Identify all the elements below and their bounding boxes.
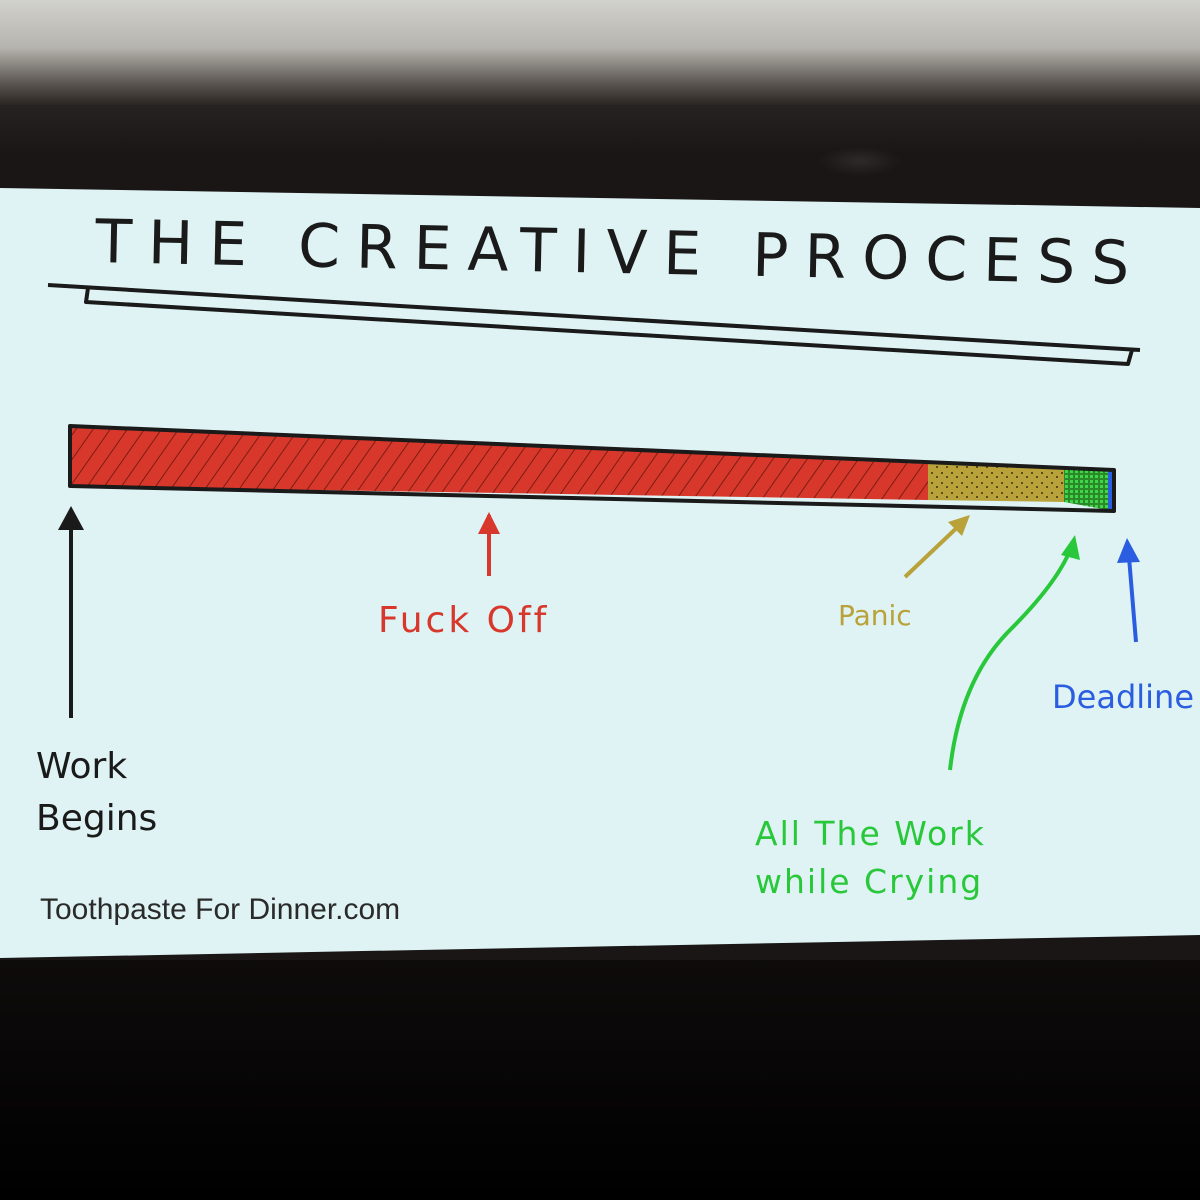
title-underline bbox=[47, 283, 1141, 366]
segment-all-the-work bbox=[1064, 468, 1108, 510]
arrow-panic bbox=[903, 515, 970, 579]
label-panic: Panic bbox=[838, 599, 912, 632]
label-work-begins-line1: Work bbox=[36, 746, 127, 787]
ceiling-light bbox=[820, 146, 900, 176]
label-all-the-work-line2: while Crying bbox=[755, 862, 983, 901]
segment-panic bbox=[928, 464, 1064, 502]
arrow-deadline bbox=[1117, 538, 1140, 643]
dark-room-floor bbox=[0, 960, 1200, 1200]
label-deadline: Deadline bbox=[1052, 678, 1194, 716]
timeline-bar bbox=[68, 424, 1116, 513]
label-all-the-work-line1: All The Work bbox=[755, 814, 986, 853]
segment-fuck-off bbox=[70, 426, 928, 500]
timeline-outline bbox=[68, 424, 1116, 513]
arrow-fuck-off bbox=[478, 512, 500, 576]
ceiling bbox=[0, 0, 1200, 105]
label-fuck-off: Fuck Off bbox=[378, 600, 549, 641]
credit-text: Toothpaste For Dinner.com bbox=[40, 893, 401, 926]
slide-background bbox=[0, 188, 1200, 958]
arrow-all-the-work bbox=[948, 535, 1080, 771]
label-work-begins-line2: Begins bbox=[36, 798, 157, 839]
arrow-work-begins bbox=[58, 506, 84, 718]
